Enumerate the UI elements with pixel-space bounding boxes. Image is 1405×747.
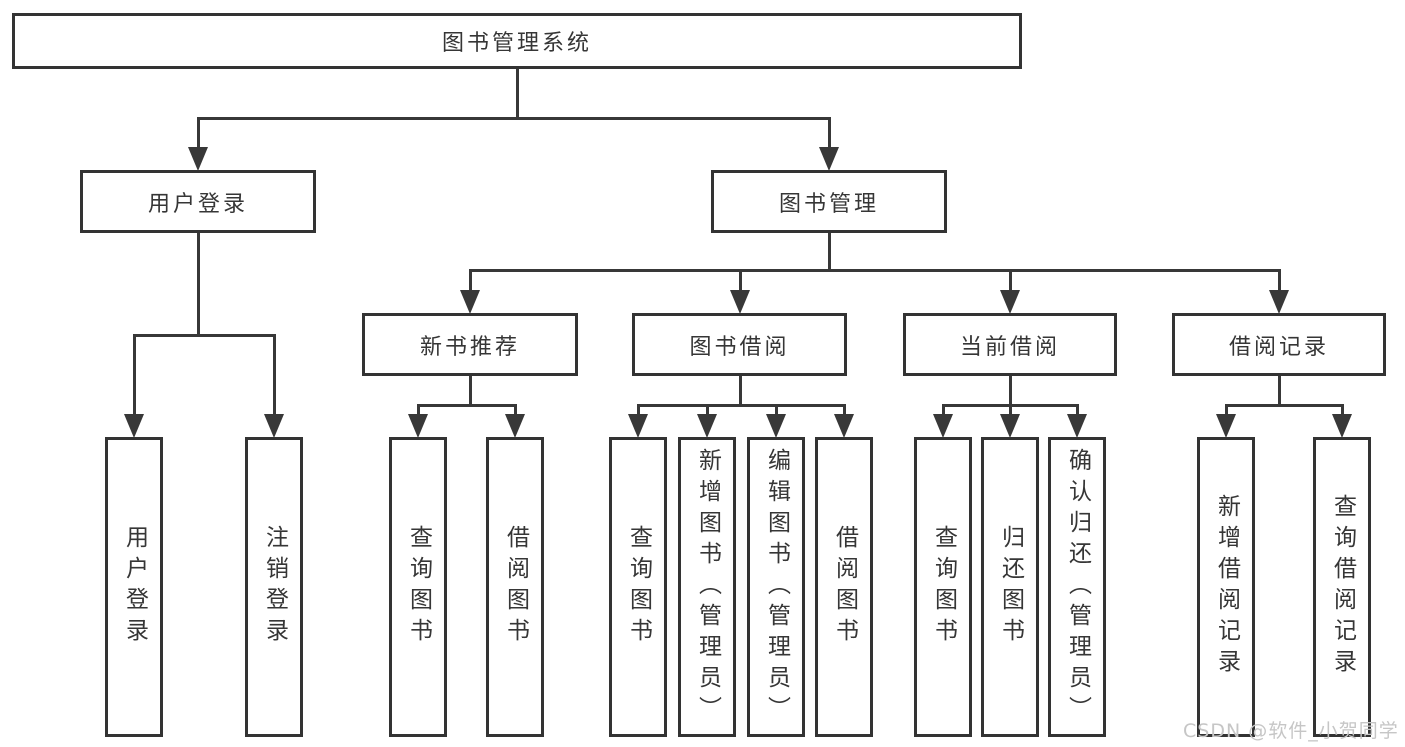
connector-line [272,335,276,420]
leaf-borrow-books: 借阅图书 [815,437,873,737]
node-book-borrowing: 图书借阅 [632,313,847,376]
connector-line [196,118,200,153]
node-label: 查询借阅记录 [1329,494,1356,680]
arrowhead-down-icon [1000,290,1020,314]
leaf-return-books: 归还图书 [981,437,1039,737]
arrowhead-down-icon [505,414,525,438]
arrowhead-down-icon [188,147,208,171]
connector-line [1075,405,1079,420]
arrowhead-down-icon [1269,290,1289,314]
arrowhead-down-icon [1000,414,1020,438]
arrowhead-down-icon [697,414,717,438]
node-label: 归还图书 [997,525,1024,649]
node-label: 用户登录 [121,525,148,649]
node-library-management-system: 图书管理系统 [12,13,1022,69]
leaf-confirm-return-admin: 确认归还（管理员） [1048,437,1106,737]
arrowhead-down-icon [460,290,480,314]
connector-line [416,403,517,407]
connector-line [842,405,846,420]
node-label: 新增图书（管理员） [694,447,721,727]
leaf-edit-book-admin: 编辑图书（管理员） [747,437,805,737]
connector-line [196,233,200,337]
arrowhead-down-icon [408,414,428,438]
connector-line [196,116,831,120]
leaf-query-books-borrow: 查询图书 [609,437,667,737]
leaf-borrow-books-recommend: 借阅图书 [486,437,544,737]
node-label: 图书管理 [778,191,879,217]
connector-line [132,335,136,420]
node-label: 借阅记录 [1228,334,1329,360]
leaf-add-borrow-record: 新增借阅记录 [1197,437,1255,737]
node-label: 新书推荐 [419,334,520,360]
node-current-borrowing: 当前借阅 [903,313,1117,376]
arrowhead-down-icon [819,147,839,171]
node-label: 借阅图书 [502,525,529,649]
connector-line [1340,405,1344,420]
connector-line [1224,403,1344,407]
node-label: 当前借阅 [959,334,1060,360]
leaf-user-login: 用户登录 [105,437,163,737]
node-borrowing-records: 借阅记录 [1172,313,1386,376]
node-label: 查询图书 [625,525,652,649]
connector-line [468,268,1281,272]
arrowhead-down-icon [628,414,648,438]
connector-line [705,405,709,420]
node-label: 确认归还（管理员） [1064,447,1091,727]
connector-line [738,376,742,407]
node-label: 查询图书 [930,525,957,649]
arrowhead-down-icon [834,414,854,438]
connector-line [1277,270,1281,296]
leaf-add-book-admin: 新增图书（管理员） [678,437,736,737]
connector-line [1224,405,1228,420]
connector-line [468,376,472,407]
connector-line [1008,270,1012,296]
arrowhead-down-icon [1332,414,1352,438]
node-label: 用户登录 [147,191,248,217]
node-book-management: 图书管理 [711,170,947,233]
connector-line [1008,405,1012,420]
leaf-query-borrow-record: 查询借阅记录 [1313,437,1371,737]
arrowhead-down-icon [1216,414,1236,438]
connector-line [636,403,846,407]
connector-line [827,233,831,272]
node-user-login: 用户登录 [80,170,316,233]
arrowhead-down-icon [730,290,750,314]
node-new-book-recommendation: 新书推荐 [362,313,578,376]
node-label: 图书借阅 [689,334,790,360]
leaf-logout: 注销登录 [245,437,303,737]
connector-line [1277,376,1281,407]
arrowhead-down-icon [124,414,144,438]
connector-line [941,405,945,420]
connector-line [468,270,472,296]
connector-line [827,118,831,153]
node-label: 查询图书 [405,525,432,649]
connector-line [132,333,276,337]
node-label: 新增借阅记录 [1213,494,1240,680]
node-label: 注销登录 [261,525,288,649]
arrowhead-down-icon [766,414,786,438]
leaf-query-books-recommend: 查询图书 [389,437,447,737]
arrowhead-down-icon [1067,414,1087,438]
arrowhead-down-icon [933,414,953,438]
connector-line [416,405,420,420]
node-label: 编辑图书（管理员） [763,447,790,727]
connector-line [515,69,519,120]
connector-line [1008,376,1012,407]
leaf-query-books-current: 查询图书 [914,437,972,737]
node-label: 借阅图书 [831,525,858,649]
connector-line [513,405,517,420]
node-label: 图书管理系统 [441,31,592,56]
connector-line [774,405,778,420]
connector-line [738,270,742,296]
watermark: CSDN @软件_小贺同学 [1183,720,1399,742]
connector-line [636,405,640,420]
arrowhead-down-icon [264,414,284,438]
